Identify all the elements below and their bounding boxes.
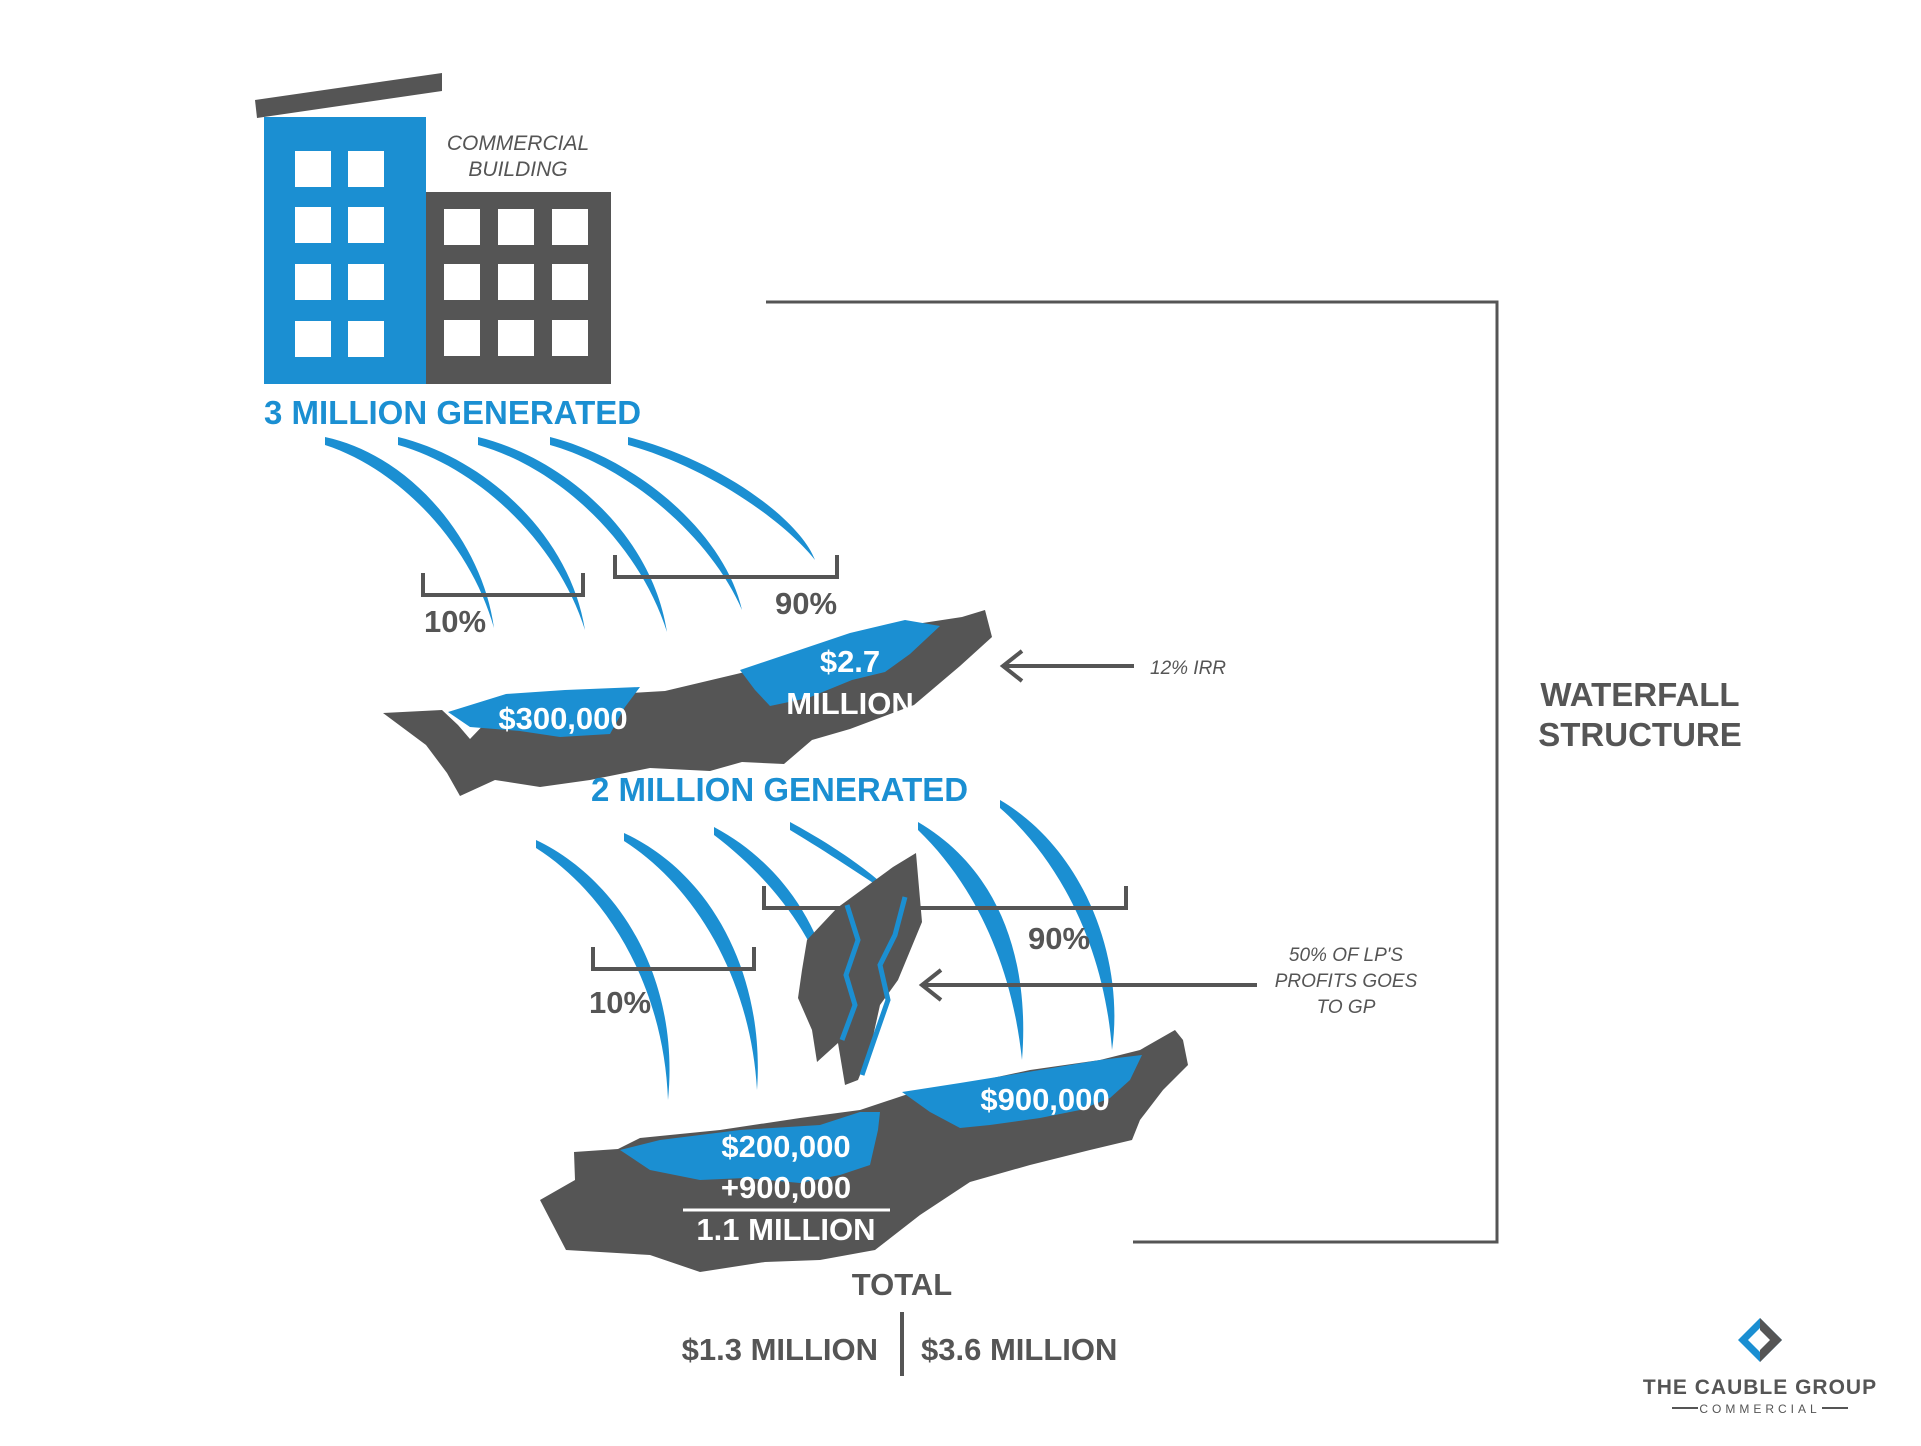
- tier2-pool-left-line2: +900,000: [721, 1170, 851, 1205]
- building-label-line2: BUILDING: [468, 158, 567, 181]
- tier1-flow-streams: [325, 437, 815, 632]
- tier1-generated-title: 3 MILLION GENERATED: [264, 394, 641, 431]
- structure-bracket: [766, 300, 1499, 1244]
- gp-promote-split-icon: [798, 853, 922, 1085]
- totals-heading: TOTAL: [852, 1267, 952, 1302]
- tier2-promote-note-line1: 50% OF LP'S: [1289, 945, 1403, 966]
- tier2-promote-arrow-icon: [918, 968, 1257, 1002]
- totals-gp: $1.3 MILLION: [682, 1332, 878, 1367]
- commercial-building-icon: [255, 73, 611, 384]
- totals-lp: $3.6 MILLION: [921, 1332, 1117, 1367]
- tier2-split-right: 90%: [1028, 921, 1090, 956]
- tier1-hurdle-arrow-icon: [999, 649, 1134, 683]
- brand-name: THE CAUBLE GROUP: [1643, 1376, 1877, 1399]
- tier2-promote-note-line2: PROFITS GOES: [1275, 971, 1418, 992]
- tier1-pool-left-amount: $300,000: [498, 701, 627, 736]
- tier2-promote-note-line3: TO GP: [1317, 997, 1376, 1018]
- structure-label-line2: STRUCTURE: [1538, 716, 1742, 753]
- tier1-bracket-right: [613, 555, 839, 579]
- building-label-line1: COMMERCIAL: [447, 132, 589, 155]
- brand-subtitle: COMMERCIAL: [1699, 1402, 1820, 1416]
- tier1-pool-right-amount-line2: MILLION: [786, 686, 913, 721]
- tier2-split-left: 10%: [589, 985, 651, 1020]
- tier1-hurdle-note: 12% IRR: [1150, 658, 1226, 679]
- tier1-pool-right-amount-line1: $2.7: [820, 644, 880, 679]
- tier1-split-left: 10%: [424, 604, 486, 639]
- tier2-pool-right-amount: $900,000: [980, 1082, 1109, 1117]
- tier2-bracket-left: [591, 947, 756, 971]
- cauble-group-logo-icon: [1738, 1318, 1782, 1362]
- tier2-bracket-right: [762, 886, 1128, 910]
- tier2-pool-left-line1: $200,000: [721, 1129, 850, 1164]
- tier2-generated-title: 2 MILLION GENERATED: [591, 771, 968, 808]
- structure-label-line1: WATERFALL: [1540, 676, 1739, 713]
- tier1-bracket-left: [421, 573, 585, 597]
- tier2-pool-left-line3: 1.1 MILLION: [696, 1212, 875, 1247]
- tier1-pool-rock: [383, 610, 992, 796]
- tier1-split-right: 90%: [775, 586, 837, 621]
